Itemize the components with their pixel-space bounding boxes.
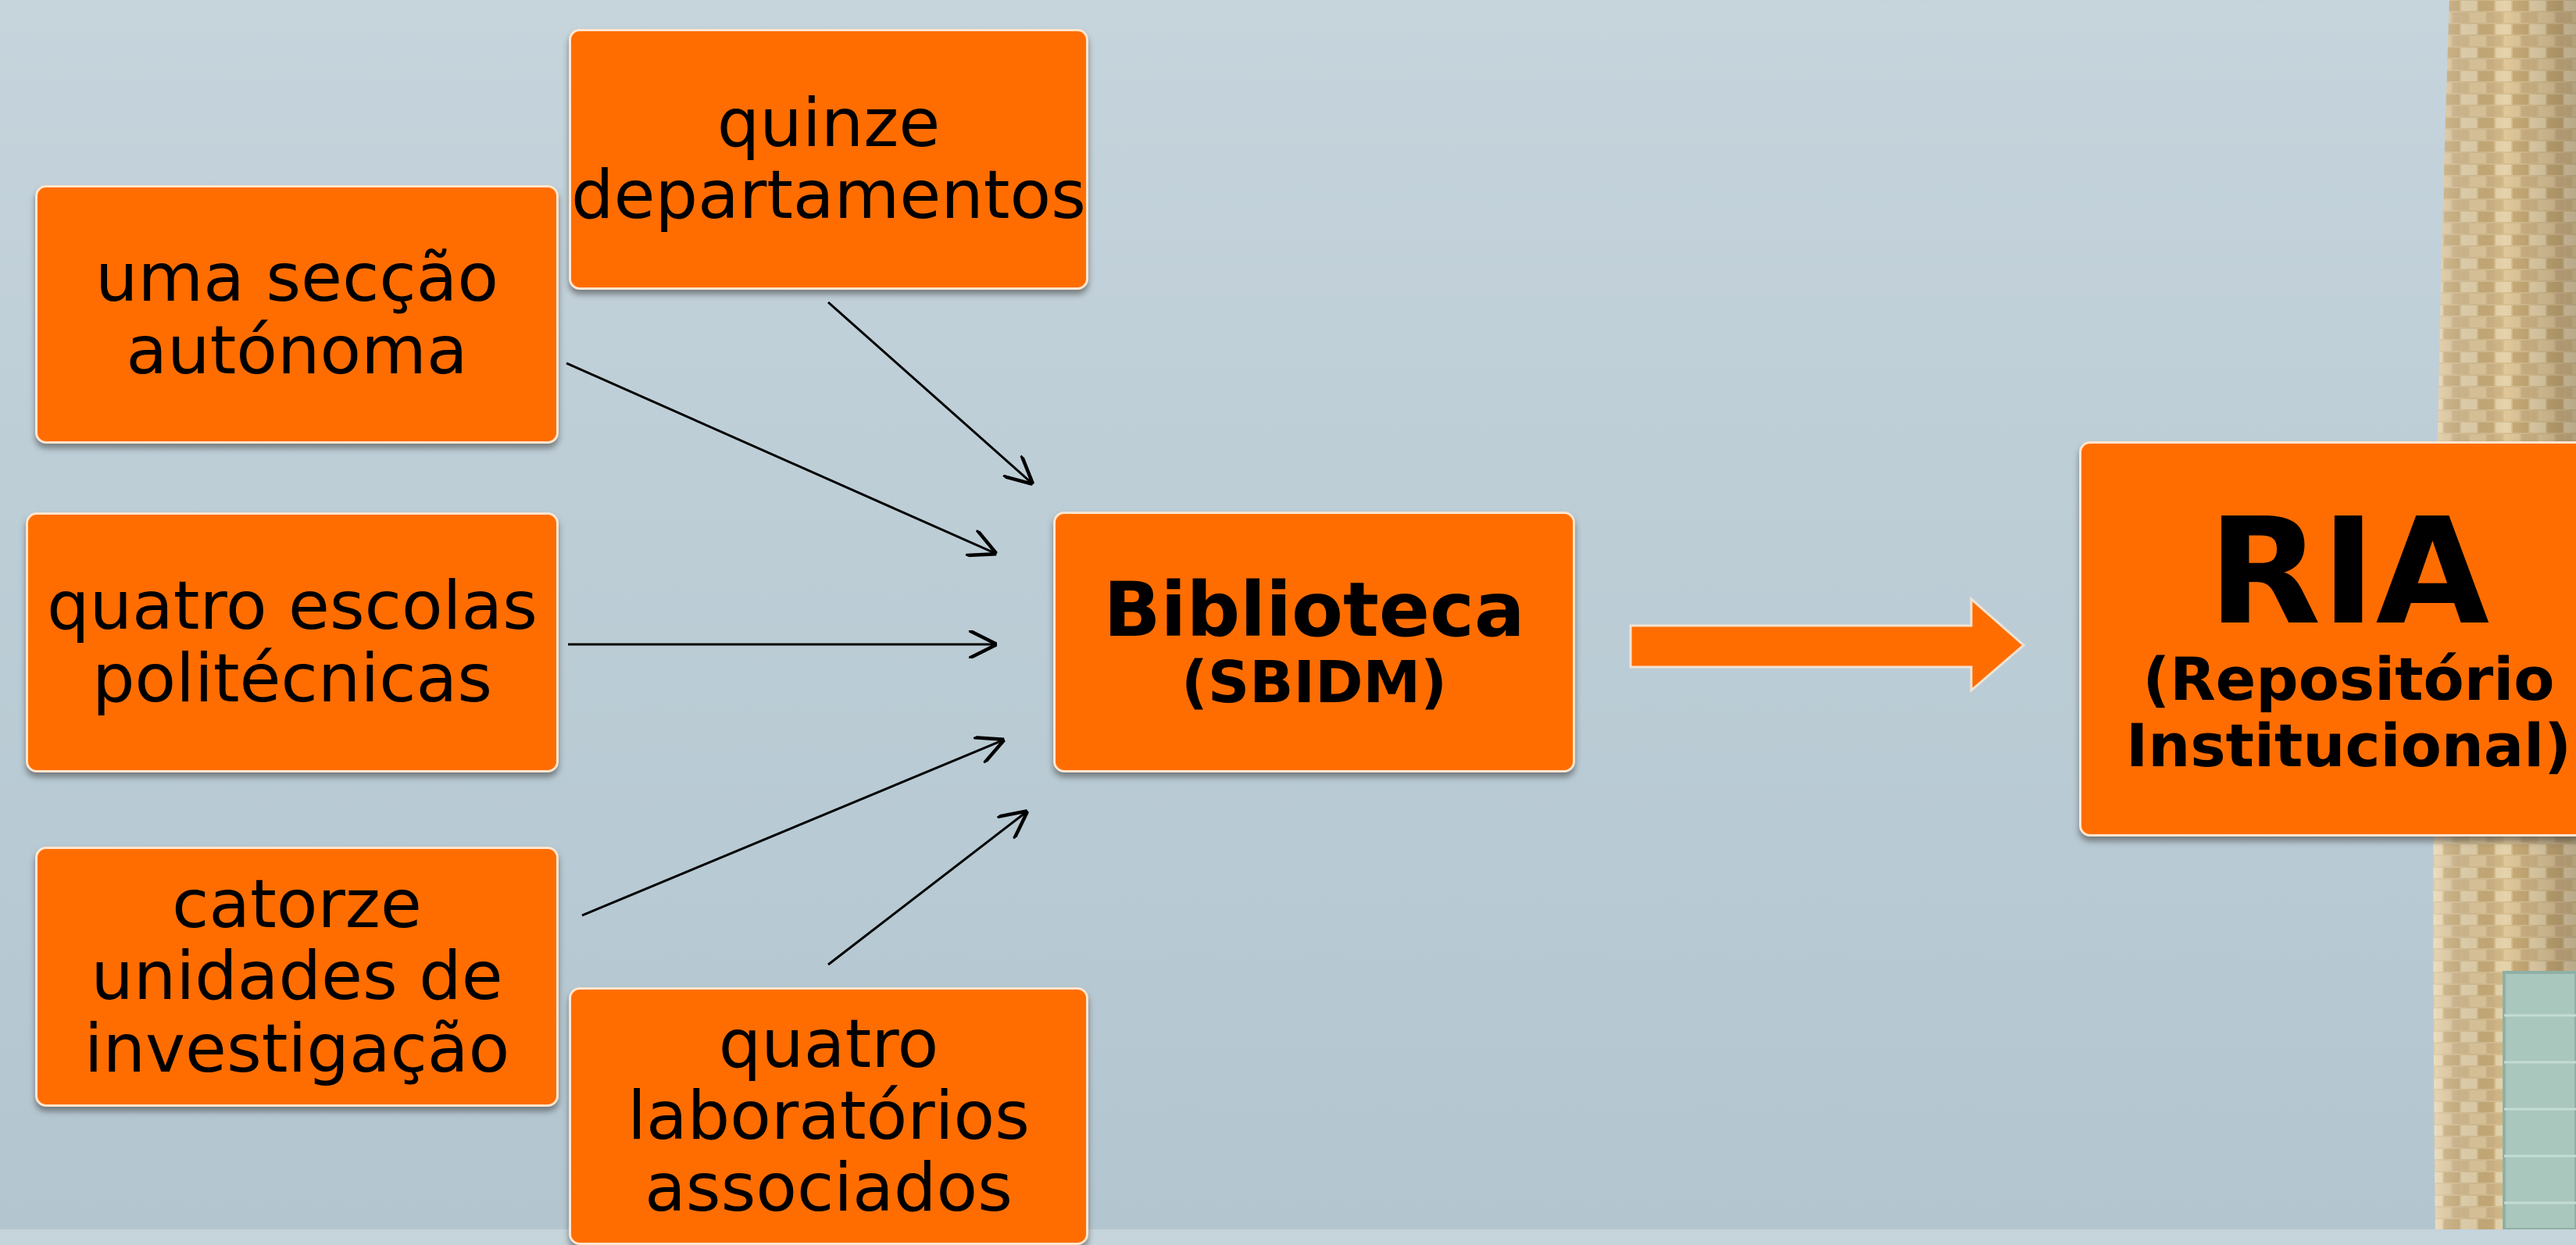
arrow-unidades-to-biblioteca <box>581 740 1002 917</box>
node-ria: RIA (Repositório Institucional) <box>2079 441 2576 837</box>
node-departamentos: quinze departamentos <box>569 29 1088 290</box>
tower-window <box>2503 971 2576 1229</box>
arrow-seccao-to-biblioteca <box>566 362 995 553</box>
node-departamentos-label: quinze departamentos <box>571 84 1086 234</box>
node-ria-title: RIA <box>2207 486 2490 658</box>
node-biblioteca: Biblioteca (SBIDM) <box>1053 512 1575 772</box>
node-laboratorios: quatro laboratórios associados <box>569 987 1088 1245</box>
node-laboratorios-label: quatro laboratórios associados <box>627 1004 1030 1227</box>
arrow-laboratorios-to-biblioteca <box>827 812 1026 966</box>
node-ria-subtitle: (Repositório Institucional) <box>2126 644 2571 780</box>
block-arrow-biblioteca-to-ria <box>1629 596 2026 694</box>
node-seccao: uma secção autónoma <box>35 185 559 444</box>
node-biblioteca-subtitle: (SBIDM) <box>1181 649 1447 717</box>
node-escolas-label: quatro escolas politécnicas <box>47 567 538 718</box>
node-unidades-label: catorze unidades de investigação <box>84 865 510 1088</box>
node-seccao-label: uma secção autónoma <box>95 239 498 390</box>
arrow-departamentos-to-biblioteca <box>827 301 1031 483</box>
node-biblioteca-title: Biblioteca <box>1103 565 1525 654</box>
node-escolas: quatro escolas politécnicas <box>26 512 559 772</box>
node-unidades: catorze unidades de investigação <box>35 847 559 1107</box>
